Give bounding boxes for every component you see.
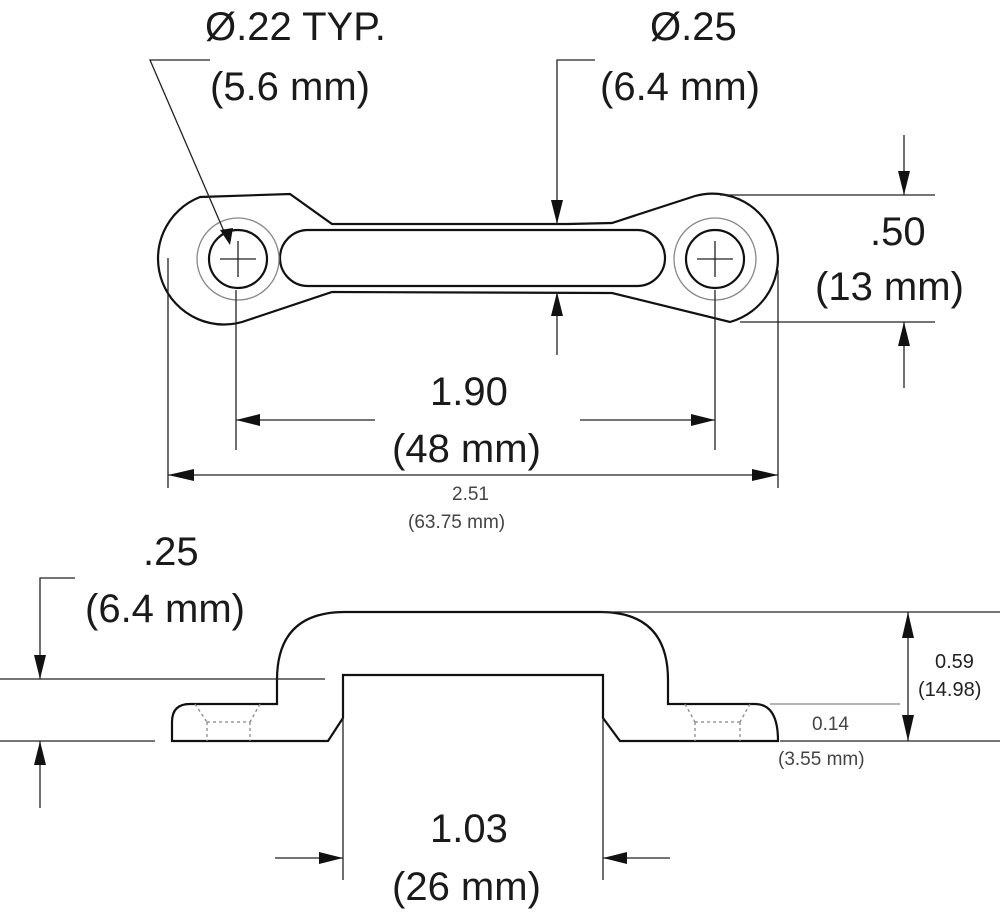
- height-metric: (14.98): [918, 679, 981, 701]
- overall-length-metric: (63.75 mm): [408, 512, 505, 533]
- hole-dia-value: Ø.22 TYP.: [205, 5, 386, 49]
- side-view: [170, 610, 780, 743]
- left-eye-ring: [196, 217, 280, 301]
- overall-length-value: 2.51: [452, 484, 489, 505]
- hole-dia-dimension: Ø.22 TYP. (5.6 mm): [149, 5, 386, 245]
- height-dimension: 0.59 (14.98): [600, 611, 1000, 742]
- clearance-dimension: 1.03 (26 mm): [275, 718, 670, 909]
- width-dimension: .50 (13 mm): [720, 135, 964, 388]
- tube-dia-dimension: .25 (6.4 mm): [0, 530, 325, 808]
- width-metric: (13 mm): [815, 265, 964, 309]
- base-thickness-value: 0.14: [812, 714, 849, 735]
- hole-spacing-value: 1.90: [430, 370, 508, 414]
- height-value: 0.59: [935, 651, 974, 673]
- center-slot: [278, 228, 667, 288]
- base-thickness-dimension: 0.14 (3.55 mm): [770, 703, 900, 770]
- side-view-outline: [170, 610, 780, 743]
- width-value: .50: [870, 210, 926, 254]
- overall-length-dimension: 2.51 (63.75 mm): [167, 258, 779, 533]
- top-view: [156, 192, 779, 326]
- clearance-value: 1.03: [430, 807, 508, 851]
- slot-dia-dimension: Ø.25 (6.4 mm): [551, 5, 760, 355]
- hole-spacing-dimension: 1.90 (48 mm): [235, 290, 716, 471]
- hole-dia-metric: (5.6 mm): [210, 65, 370, 109]
- slot-dia-value: Ø.25: [650, 5, 737, 49]
- right-countersink: [684, 703, 751, 741]
- base-thickness-metric: (3.55 mm): [778, 749, 865, 770]
- tube-dia-value: .25: [143, 530, 199, 574]
- slot-dia-metric: (6.4 mm): [600, 65, 760, 109]
- left-countersink: [194, 703, 261, 741]
- hole-spacing-metric: (48 mm): [392, 427, 541, 471]
- clearance-metric: (26 mm): [392, 865, 541, 909]
- tube-dia-metric: (6.4 mm): [85, 587, 245, 631]
